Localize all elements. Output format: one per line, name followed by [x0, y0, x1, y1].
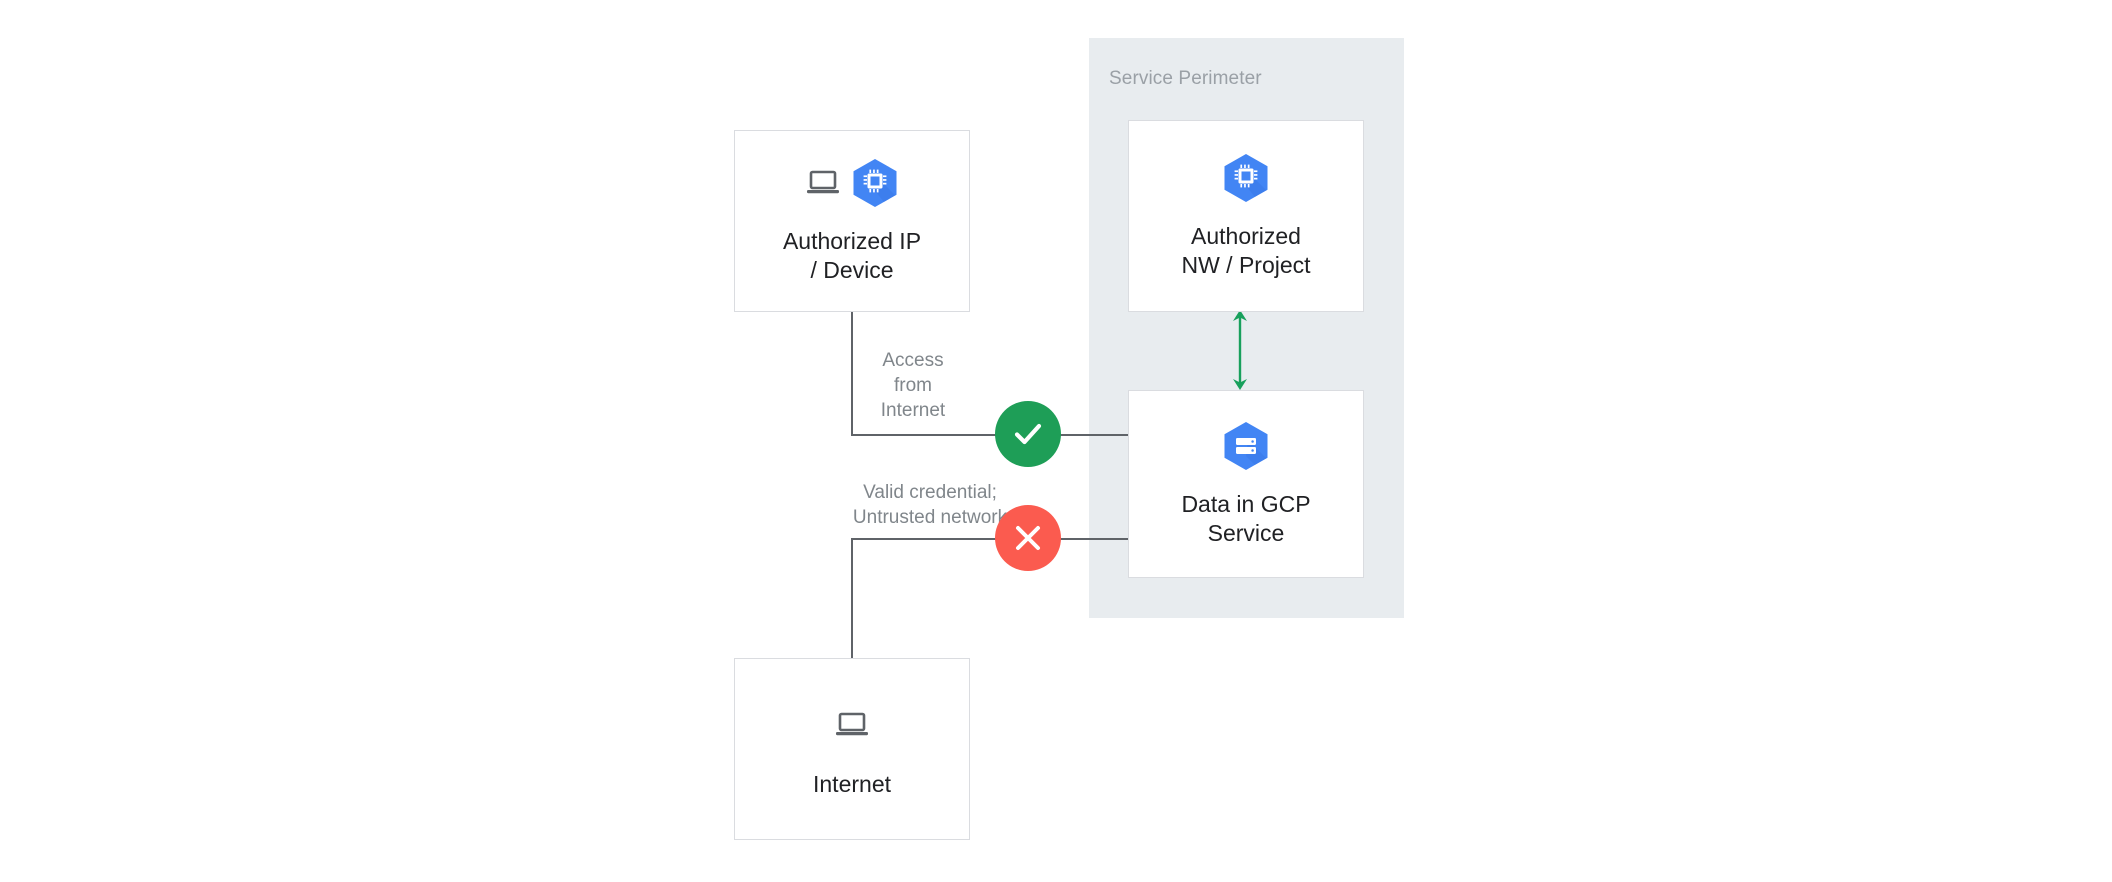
edge-label-access-from-internet: Access from Internet [880, 350, 946, 421]
check-icon [1014, 423, 1042, 445]
icon-row [833, 700, 871, 752]
node-authorized-nw-project[interactable]: Authorized NW / Project [1128, 120, 1364, 312]
connector-internet-up [851, 538, 853, 660]
connector-authorized-ip-down [851, 312, 853, 436]
service-perimeter-label: Service Perimeter [1109, 68, 1262, 89]
laptop-icon [836, 712, 868, 735]
icon-row [806, 157, 898, 209]
compute-engine-icon [1224, 154, 1268, 202]
node-authorized-ip-device[interactable]: Authorized IP / Device [734, 130, 970, 312]
status-badge-allowed[interactable] [995, 401, 1061, 467]
laptop-icon [807, 170, 839, 194]
edge-label-valid-credential: Valid credential; Untrusted network [852, 482, 1008, 528]
icon-row [1223, 420, 1269, 472]
connector-allow-right [1056, 434, 1130, 436]
compute-engine-icon [853, 159, 897, 207]
node-label: Authorized IP / Device [782, 228, 922, 283]
close-icon [1016, 526, 1040, 550]
connector-deny-left [851, 538, 1001, 540]
connector-deny-right [1056, 538, 1130, 540]
cloud-storage-icon [1224, 422, 1268, 470]
node-data-in-gcp-service[interactable]: Data in GCP Service [1128, 390, 1364, 578]
node-label: Internet [813, 770, 891, 797]
double-arrow-icon [1233, 310, 1247, 390]
node-internet[interactable]: Internet [734, 658, 970, 840]
status-badge-denied[interactable] [995, 505, 1061, 571]
node-label: Authorized NW / Project [1181, 223, 1311, 278]
connector-allow-left [851, 434, 1001, 436]
node-label: Data in GCP Service [1181, 491, 1311, 546]
icon-row [1223, 152, 1269, 204]
